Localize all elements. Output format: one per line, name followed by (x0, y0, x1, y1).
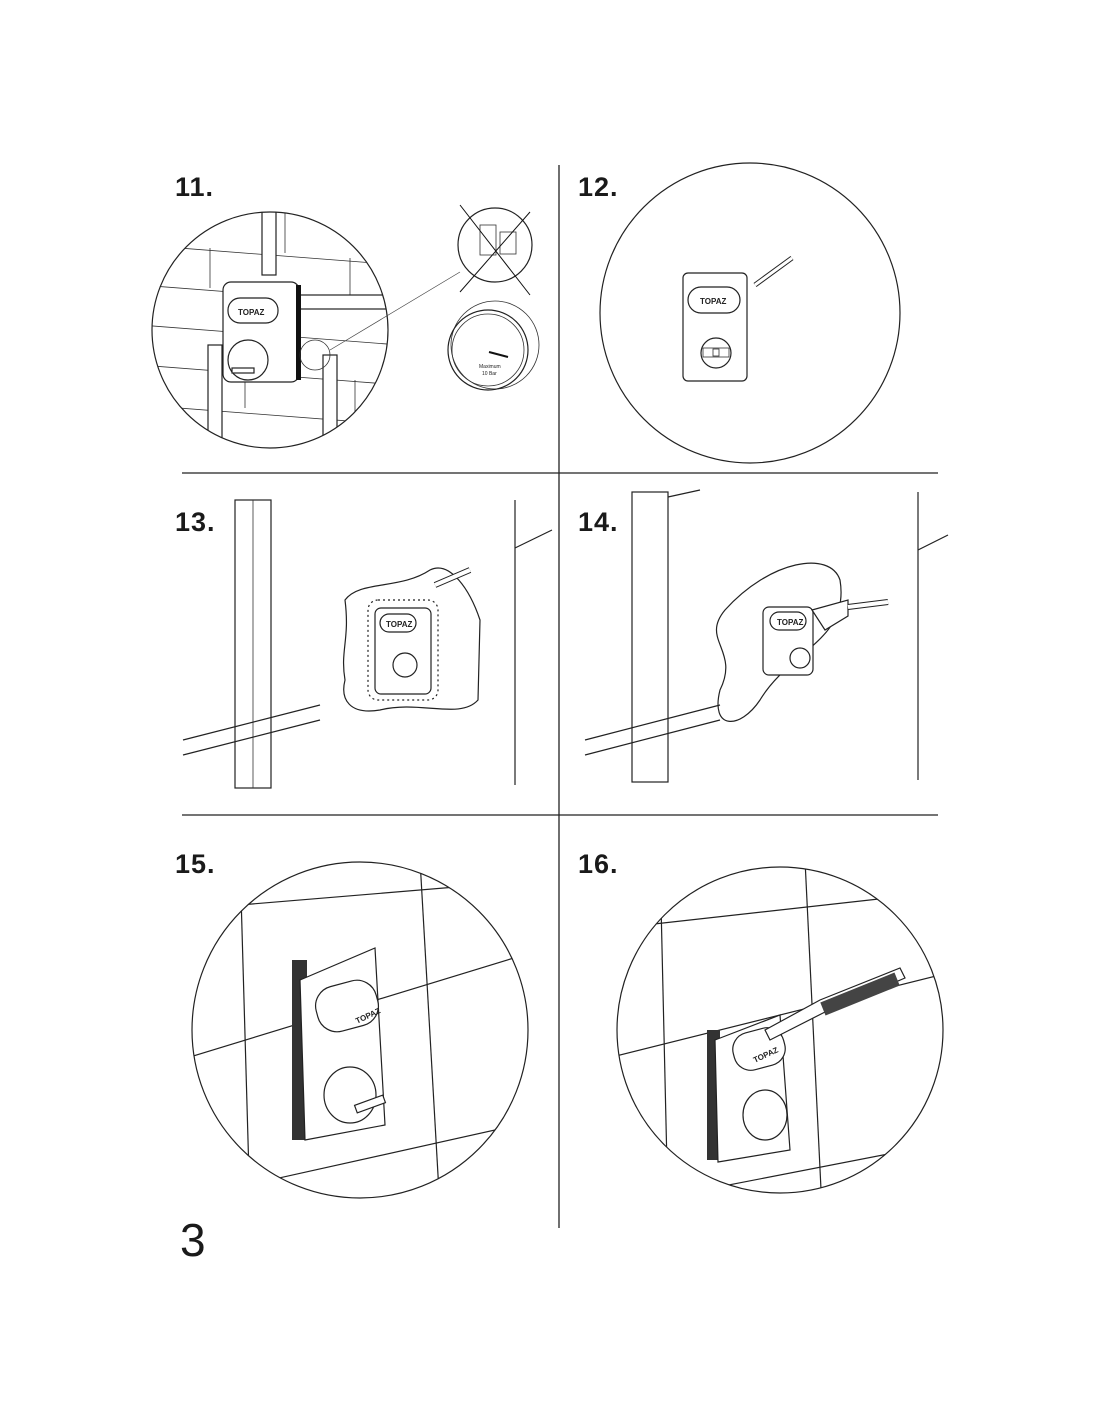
leak-warning-detail (457, 204, 533, 296)
pressure-gauge: Maximum 10 Bar (447, 300, 540, 391)
brand-label: TOPAZ (700, 297, 726, 306)
page-number: 3 (180, 1214, 206, 1266)
brand-label: TOPAZ (238, 308, 264, 317)
step-14-label: 14. (578, 507, 619, 537)
gauge-bar-label: 10 Bar (482, 371, 497, 377)
step-15-illustration: TOPAZ (191, 861, 529, 1199)
step-13-illustration: TOPAZ (182, 499, 553, 789)
step-13-label: 13. (175, 507, 216, 537)
brand-label: TOPAZ (386, 620, 412, 629)
step-12-label: 12. (578, 172, 619, 202)
step-16-illustration: TOPAZ (616, 866, 944, 1194)
utility-knife-icon (764, 967, 906, 1041)
step-12-illustration: TOPAZ (599, 162, 901, 464)
page-dividers (182, 165, 938, 1228)
step-14-illustration: TOPAZ (584, 489, 949, 783)
step-11-label: 11. (175, 172, 214, 202)
step-11-illustration: TOPAZ Maximum 10 Bar (151, 204, 540, 449)
gauge-max-label: Maximum (479, 364, 501, 370)
step-16-label: 16. (578, 849, 619, 879)
brand-label: TOPAZ (777, 618, 803, 627)
step-15-label: 15. (175, 849, 216, 879)
